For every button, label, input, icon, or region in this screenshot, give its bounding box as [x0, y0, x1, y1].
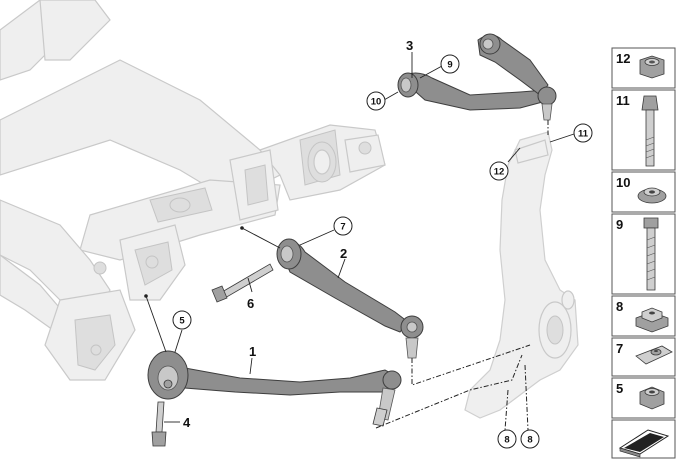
- collar-nut-icon: [639, 386, 665, 410]
- callout-5: 5: [179, 316, 185, 327]
- callout-9: 9: [447, 60, 452, 71]
- callout-8b: 8: [527, 435, 532, 446]
- callout-3: 3: [406, 38, 413, 53]
- lower-control-arm: [147, 350, 402, 421]
- leader-dot: [240, 226, 244, 230]
- steering-knuckle: [464, 131, 579, 419]
- callout-circle: [573, 123, 593, 143]
- callout-circle: [440, 54, 460, 74]
- callout-circle: [497, 429, 517, 449]
- legend-tile-9: [611, 213, 676, 295]
- clip-nut-icon: [635, 345, 673, 365]
- flange-nut-icon: [635, 307, 669, 333]
- parts-legend: 12 11 10 9 8: [611, 47, 676, 459]
- legend-label-7: 7: [616, 341, 623, 356]
- bolt-6: [211, 263, 274, 303]
- callout-6: 6: [247, 296, 254, 311]
- callout-12: 12: [494, 167, 505, 178]
- leader-dot: [144, 294, 148, 298]
- legend-label-12: 12: [616, 51, 630, 66]
- callout-10: 10: [371, 97, 382, 108]
- callout-8a: 8: [504, 435, 509, 446]
- ball-joint-stud-front: [372, 407, 388, 427]
- legend-label-5: 5: [616, 381, 623, 396]
- callouts: 3 9 10 11 12 7 2 6 5 1 4 8 8: [172, 38, 593, 449]
- tension-strut: [276, 238, 424, 359]
- leader-lines: [145, 52, 575, 423]
- callout-circle: [520, 429, 540, 449]
- callout-circle: [333, 216, 353, 236]
- callout-circle: [489, 161, 509, 181]
- legend-label-9: 9: [616, 217, 623, 232]
- front-subframe: [0, 0, 386, 381]
- bolt-icon: [643, 217, 659, 291]
- callout-circle: [172, 310, 192, 330]
- legend-label-8: 8: [616, 299, 623, 314]
- assembly-lines: [375, 120, 549, 431]
- legend-tile-12: [611, 47, 676, 89]
- long-bolt-icon: [641, 95, 659, 167]
- parts-kit-icon: [618, 429, 670, 458]
- legend-tile-7: [611, 337, 676, 377]
- callout-11: 11: [578, 129, 589, 140]
- legend-label-11: 11: [616, 93, 630, 108]
- hex-nut-icon: [639, 55, 665, 79]
- callout-circle: [366, 91, 386, 111]
- callout-2: 2: [340, 246, 347, 261]
- legend-tile-11: [611, 89, 676, 171]
- upper-control-arm: [397, 33, 557, 121]
- legend-label-10: 10: [616, 175, 630, 190]
- washer-icon: [637, 187, 667, 204]
- bolt-4: [151, 401, 167, 447]
- callout-4: 4: [183, 415, 191, 430]
- callout-7: 7: [340, 222, 345, 233]
- callout-1: 1: [249, 344, 256, 359]
